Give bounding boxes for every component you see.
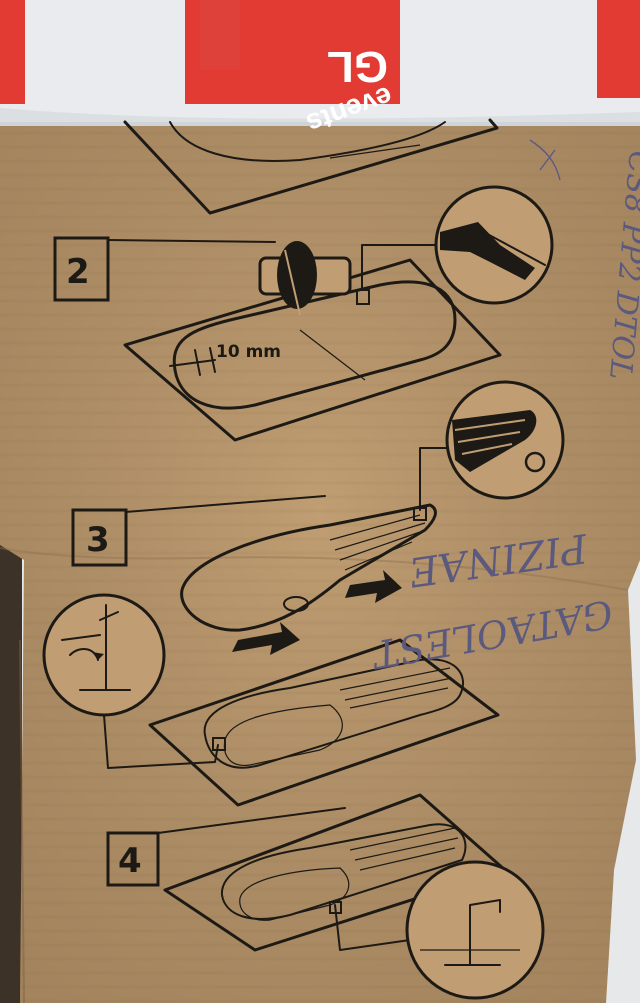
left-shadow	[0, 540, 22, 1003]
step4: 4	[106, 793, 545, 1000]
packing-tape: GL events	[0, 0, 640, 140]
tape-logo-right	[597, 0, 640, 98]
step4-number: 4	[118, 841, 142, 881]
tape-logo-center: GL events	[185, 0, 400, 140]
step2-number-box	[53, 236, 110, 302]
logo-gl-text: GL	[327, 42, 388, 91]
step3-lifted-sink	[180, 503, 437, 632]
step2-cutter-icon	[258, 241, 352, 316]
step3: 3	[42, 380, 565, 807]
step3-countertop	[148, 638, 500, 807]
step2-dimension-line	[169, 359, 216, 367]
step2-detail-clip-icon	[440, 222, 535, 280]
tape-logo-left	[0, 0, 25, 104]
step3-detail-edge-icon	[452, 410, 537, 472]
step3-number-box	[71, 508, 128, 567]
step1-sink-illustration	[123, 118, 499, 215]
step2-measurement-label: 10 mm	[216, 342, 281, 362]
step4-number-box	[106, 831, 160, 887]
step3-number: 3	[86, 520, 110, 560]
step2-sink-outline	[172, 280, 457, 410]
step3-arrow-right-icon	[345, 570, 402, 603]
step2-number: 2	[66, 252, 90, 292]
step3-detail-circle-left	[42, 593, 166, 717]
step2: 2 10 mm	[53, 185, 554, 442]
step3-arrow-left-icon	[232, 622, 300, 655]
pen-scribble	[529, 139, 561, 181]
step4-detail-circle	[405, 860, 545, 1000]
